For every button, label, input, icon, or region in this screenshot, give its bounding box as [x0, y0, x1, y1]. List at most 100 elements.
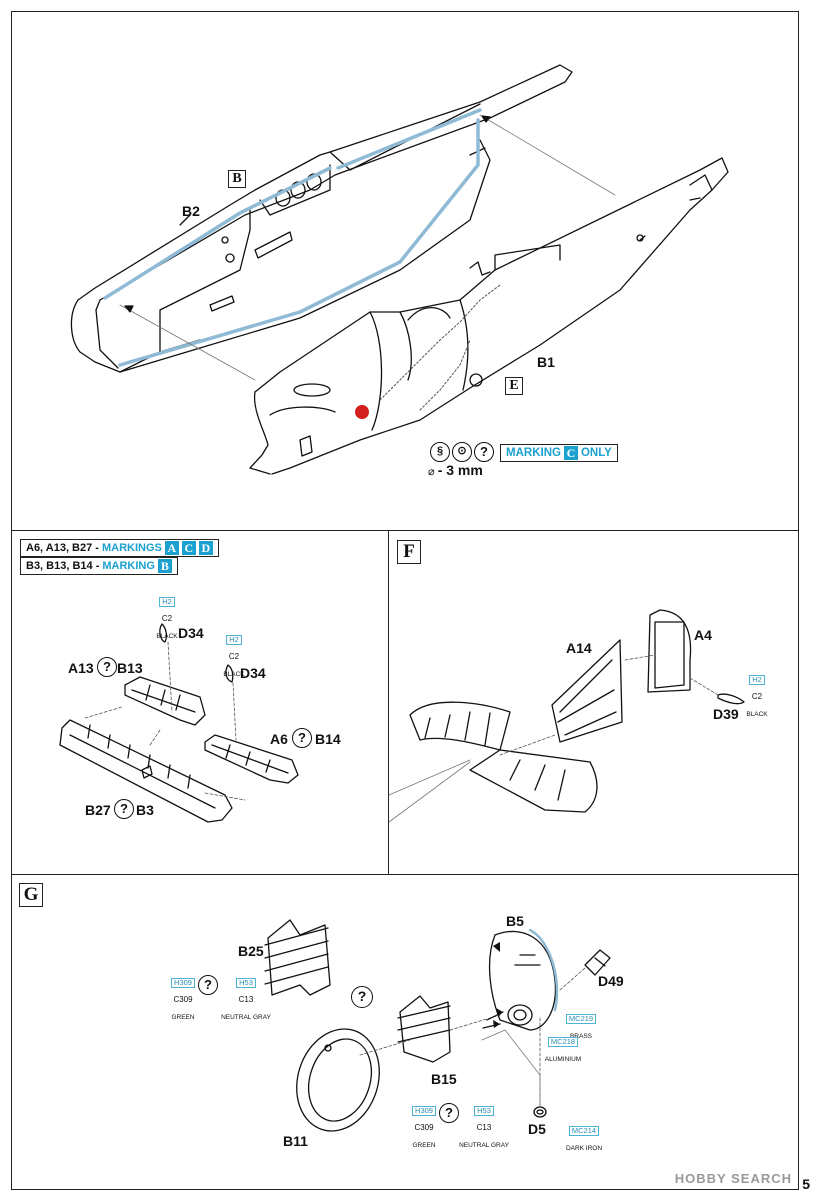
- marking-c-only-bar: MARKING C ONLY: [500, 444, 618, 462]
- f-guides: [499, 654, 719, 756]
- paint-callout-gray-b: H53 C13 NEUTRAL GRAY: [456, 1101, 512, 1151]
- paint-code-2: C309: [173, 994, 193, 1004]
- marking-letter-c: C: [563, 446, 578, 460]
- marking-letter-d: D: [198, 541, 213, 555]
- optional-icon: ?: [474, 442, 494, 462]
- f-callout-line-2: [388, 761, 471, 823]
- part-label-d34-b: D34: [240, 665, 266, 681]
- g-arrowheads: [493, 942, 503, 1028]
- paint-code: MC214: [568, 1126, 600, 1136]
- b5-edge-highlight: [528, 928, 559, 1012]
- tail-guides: [84, 641, 246, 801]
- step-box-b: B: [228, 170, 246, 188]
- f-callout-line: [388, 759, 471, 796]
- part-label-d39: D39: [713, 706, 739, 722]
- part-label-b5: B5: [506, 913, 524, 929]
- paint-name: BLACK: [746, 710, 768, 718]
- drill-through-icon: ⊙: [452, 442, 472, 462]
- part-label-d49: D49: [598, 973, 624, 989]
- red-drill-dot: [355, 405, 369, 419]
- watermark: HOBBY SEARCH: [674, 1171, 792, 1186]
- optional-icon-paint-a: ?: [198, 975, 218, 995]
- part-label-b13: B13: [117, 660, 143, 676]
- paint-callout-brass: MC219 BRASS: [563, 1009, 599, 1043]
- diameter-icon: ⌀: [428, 466, 438, 478]
- paint-name: BRASS: [569, 1032, 593, 1040]
- guide-arrows-top: [124, 115, 491, 313]
- marking-letter-b: B: [157, 559, 172, 573]
- paint-code-2: C2: [228, 651, 240, 661]
- paint-code: H309: [412, 1106, 436, 1116]
- part-label-b1: B1: [537, 354, 555, 370]
- optional-icon-a13: ?: [97, 657, 117, 677]
- page-number: 5: [802, 1176, 810, 1192]
- spinner-d49: [584, 949, 611, 976]
- marking-letter-a: A: [164, 541, 179, 555]
- part-label-b11: B11: [283, 1133, 308, 1149]
- part-label-d34-a: D34: [178, 625, 204, 641]
- markings-line-1-word: MARKINGS: [101, 542, 162, 554]
- fuselage-half-b1: [249, 157, 729, 475]
- part-label-a14: A14: [566, 640, 592, 656]
- optional-icon-b27: ?: [114, 799, 134, 819]
- fuselage-half-b2: [70, 64, 573, 373]
- paint-name: DARK IRON: [565, 1144, 603, 1152]
- g-panel: [11, 874, 799, 1190]
- drill-instruction: § ⊙ ?: [430, 442, 494, 462]
- paint-name: NEUTRAL GRAY: [459, 1141, 509, 1149]
- markings-line-2-parts: B3, B13, B14 -: [26, 560, 100, 572]
- part-label-a13: A13: [68, 660, 94, 676]
- optional-icon-g-center: ?: [351, 986, 373, 1008]
- step-box-e: E: [505, 377, 523, 395]
- part-label-b14: B14: [315, 731, 341, 747]
- paint-callout-dark-iron: MC214 DARK IRON: [560, 1121, 608, 1155]
- drill-icon: §: [430, 442, 450, 462]
- paint-code-2: C13: [238, 994, 254, 1004]
- part-label-a4: A4: [694, 627, 712, 643]
- paint-code: H309: [171, 978, 195, 988]
- paint-name: BLACK: [223, 670, 245, 678]
- paint-code: H53: [236, 978, 256, 988]
- paint-name: NEUTRAL GRAY: [221, 1013, 271, 1021]
- paint-code: H53: [474, 1106, 494, 1116]
- part-label-a6: A6: [270, 731, 288, 747]
- paint-callout-gray-a: H53 C13 NEUTRAL GRAY: [218, 973, 274, 1023]
- rudder-f: [409, 609, 745, 813]
- part-label-b2: B2: [182, 203, 200, 219]
- paint-name: GREEN: [412, 1141, 436, 1149]
- paint-code: H2: [159, 597, 175, 607]
- radiator-b25: [264, 919, 331, 996]
- part-label-d5: D5: [528, 1121, 546, 1137]
- paint-code: H2: [226, 635, 242, 645]
- paint-code: MC218: [547, 1037, 579, 1047]
- step-box-g: G: [19, 883, 43, 907]
- cowl-ring-b11: [296, 1028, 380, 1132]
- marking-word: MARKING: [506, 447, 561, 459]
- paint-code-2: C2: [751, 691, 763, 701]
- assembly-guides-top: [119, 114, 616, 381]
- engine-face-b5: [488, 930, 557, 1031]
- paint-callout-black-f: H2 C2 BLACK: [742, 670, 772, 720]
- paint-name: BLACK: [156, 632, 178, 640]
- paint-code: H2: [749, 675, 765, 685]
- paint-code-2: C309: [414, 1122, 434, 1132]
- paint-code-2: C2: [161, 613, 173, 623]
- drill-size-label: ⌀ - 3 mm: [428, 462, 483, 478]
- part-label-b3: B3: [136, 802, 154, 818]
- paint-callout-black-2: H2 C2 BLACK: [219, 630, 249, 680]
- radiator-b15: [397, 995, 451, 1063]
- paint-code: MC219: [565, 1014, 597, 1024]
- markings-line-2: B3, B13, B14 - MARKING B: [20, 557, 178, 575]
- paint-name: ALUMINIUM: [544, 1055, 582, 1063]
- marking-letter-c2: C: [181, 541, 196, 555]
- b1-cut-edge: [379, 284, 501, 411]
- g-callout-line: [481, 1029, 541, 1107]
- paint-code-2: C13: [476, 1122, 492, 1132]
- optional-icon-paint-b: ?: [439, 1103, 459, 1123]
- part-label-b25: B25: [238, 943, 264, 959]
- paint-callout-black-1: H2 C2 BLACK: [152, 592, 182, 642]
- marking-only-word: ONLY: [580, 447, 612, 459]
- paint-callout-green-b: H309 C309 GREEN: [409, 1101, 439, 1151]
- optional-icon-a6: ?: [292, 728, 312, 748]
